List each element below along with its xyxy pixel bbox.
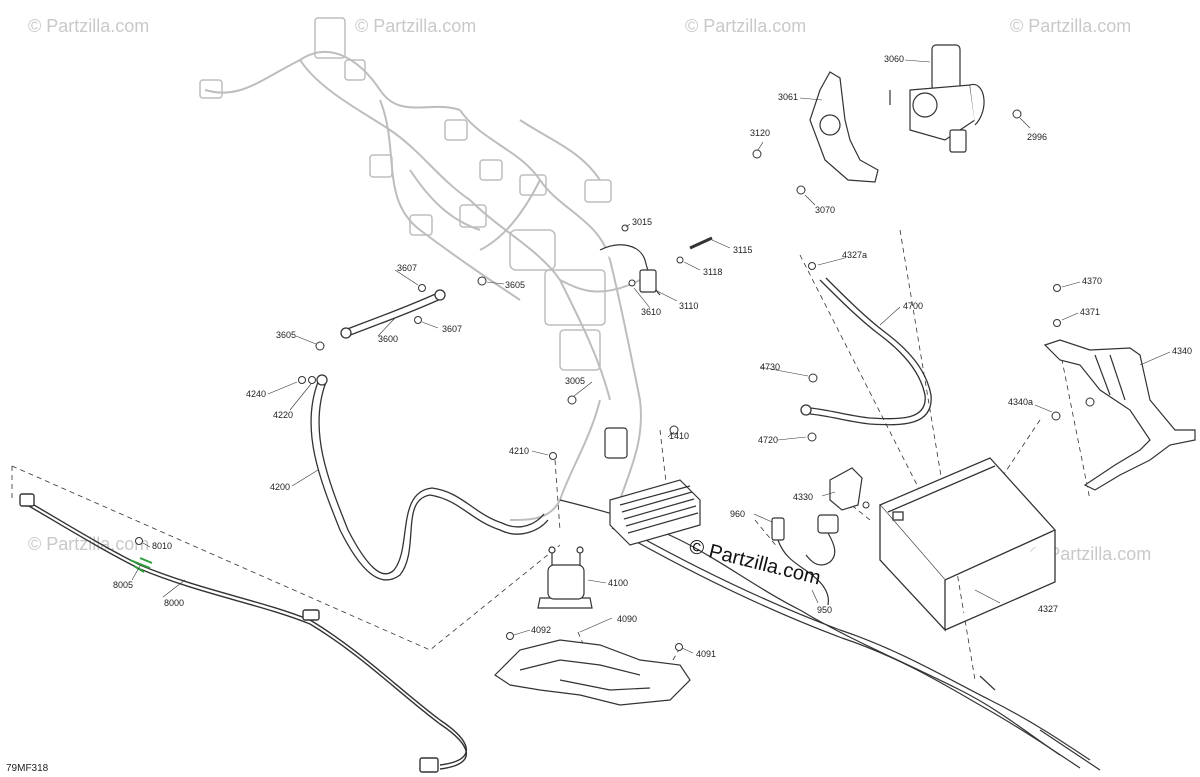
bracket-4340: [1043, 339, 1196, 491]
watermark-text: © Partzilla.com: [685, 16, 806, 36]
part-label: 4370: [1082, 276, 1102, 286]
nut-3005: [567, 395, 577, 405]
part-label: 3060: [884, 54, 904, 64]
nut-4210: [549, 452, 557, 460]
cable-4200: [310, 374, 549, 581]
watermark-text: © Partzilla.com: [28, 16, 149, 36]
part-label: 3600: [378, 334, 398, 344]
cable-8000: [19, 493, 467, 773]
part-label: 3607: [442, 324, 462, 334]
nut-4240: [298, 376, 306, 384]
part-label: 960: [730, 509, 745, 519]
screw-4720: [807, 432, 817, 442]
washer-3607-b: [414, 316, 422, 324]
part-label: 3110: [679, 301, 698, 311]
part-label: 4730: [760, 362, 780, 372]
part-label: 4340: [1172, 346, 1192, 356]
solenoid-4100: [537, 546, 593, 609]
part-label: 4371: [1080, 307, 1100, 317]
washer-4371: [1053, 319, 1061, 327]
part-label: 3005: [565, 376, 585, 386]
part-label: 3061: [778, 92, 798, 102]
washer-3118: [676, 256, 684, 264]
screw-4370: [1053, 284, 1061, 292]
ghost-harness: [204, 50, 642, 521]
part-label: 3605: [505, 280, 525, 290]
watermark-text: © Partzilla.com: [1010, 16, 1131, 36]
part-label: 3610: [641, 307, 661, 317]
screw-3605-b: [315, 341, 325, 351]
screw-3120: [752, 149, 762, 159]
watermark-center-text: © Partzilla.com: [687, 536, 823, 590]
part-label: 4220: [273, 410, 293, 420]
screw-8010: [135, 537, 143, 545]
washer-3607-a: [418, 284, 426, 292]
part-labels: 3060 3061 3120 2996 3070 3015 3115 3118 …: [113, 54, 1192, 659]
voltage-regulator: [604, 427, 701, 546]
watermark-layer: © Partzilla.com © Partzilla.com © Partzi…: [28, 16, 1151, 564]
part-label: 4327: [1038, 604, 1058, 614]
fuse-holder-950: [771, 514, 839, 606]
part-label: 4092: [531, 625, 551, 635]
nut-4340a: [1051, 411, 1061, 421]
part-label: 3118: [703, 267, 722, 277]
cable-4700: [800, 277, 932, 426]
part-label: 2996: [1027, 132, 1047, 142]
bolt-3115: [689, 236, 713, 250]
part-label: 3120: [750, 128, 770, 138]
part-label: 3115: [733, 245, 752, 255]
watermark-text: © Partzilla.com: [28, 534, 149, 554]
part-label: 4100: [608, 578, 628, 588]
screw-1410: [669, 425, 679, 435]
part-label: 4700: [903, 301, 923, 311]
actuator-3060: [889, 44, 985, 153]
screw-4327a: [808, 262, 816, 270]
sensor-3110: [599, 244, 661, 296]
part-label: 3607: [397, 263, 417, 273]
support-plate-4090: [494, 639, 691, 706]
battery-4327: [878, 457, 1057, 632]
part-label: 950: [817, 605, 832, 615]
screw-4091: [675, 643, 683, 651]
part-label: 4327a: [842, 250, 867, 260]
terminal-cover-4330: [829, 467, 863, 511]
ground-strap-3600: [340, 289, 446, 339]
part-label: 4340a: [1008, 397, 1033, 407]
part-label: 4091: [696, 649, 716, 659]
bracket-3061: [809, 71, 879, 183]
part-label: 3015: [632, 217, 652, 227]
part-label: 8005: [113, 580, 133, 590]
part-label: 3070: [815, 205, 835, 215]
part-label: 4210: [509, 446, 529, 456]
nut-4340-b: [1085, 397, 1095, 407]
washer-4220: [308, 376, 316, 384]
screw-3070: [796, 185, 806, 195]
ghost-connectors: [199, 17, 612, 371]
screw-4092: [506, 632, 514, 640]
part-label: 4090: [617, 614, 637, 624]
nut-4730: [808, 373, 818, 383]
screw-2996: [1012, 109, 1022, 119]
watermark-text: © Partzilla.com: [1030, 544, 1151, 564]
watermark-text: © Partzilla.com: [355, 16, 476, 36]
screw-3610: [628, 279, 636, 287]
part-label: 4200: [270, 482, 290, 492]
leader-lines: [131, 59, 1171, 654]
part-label: 8000: [164, 598, 184, 608]
part-label: 8010: [152, 541, 172, 551]
clip-8005-highlight: [129, 557, 153, 573]
screw-3605-a: [477, 276, 487, 286]
part-label: 4240: [246, 389, 266, 399]
part-label: 3605: [276, 330, 296, 340]
part-label: 4720: [758, 435, 778, 445]
nut-4330: [862, 501, 870, 509]
part-label: 1410: [669, 431, 689, 441]
figure-code: 79MF318: [6, 763, 49, 774]
part-label: 4330: [793, 492, 813, 502]
